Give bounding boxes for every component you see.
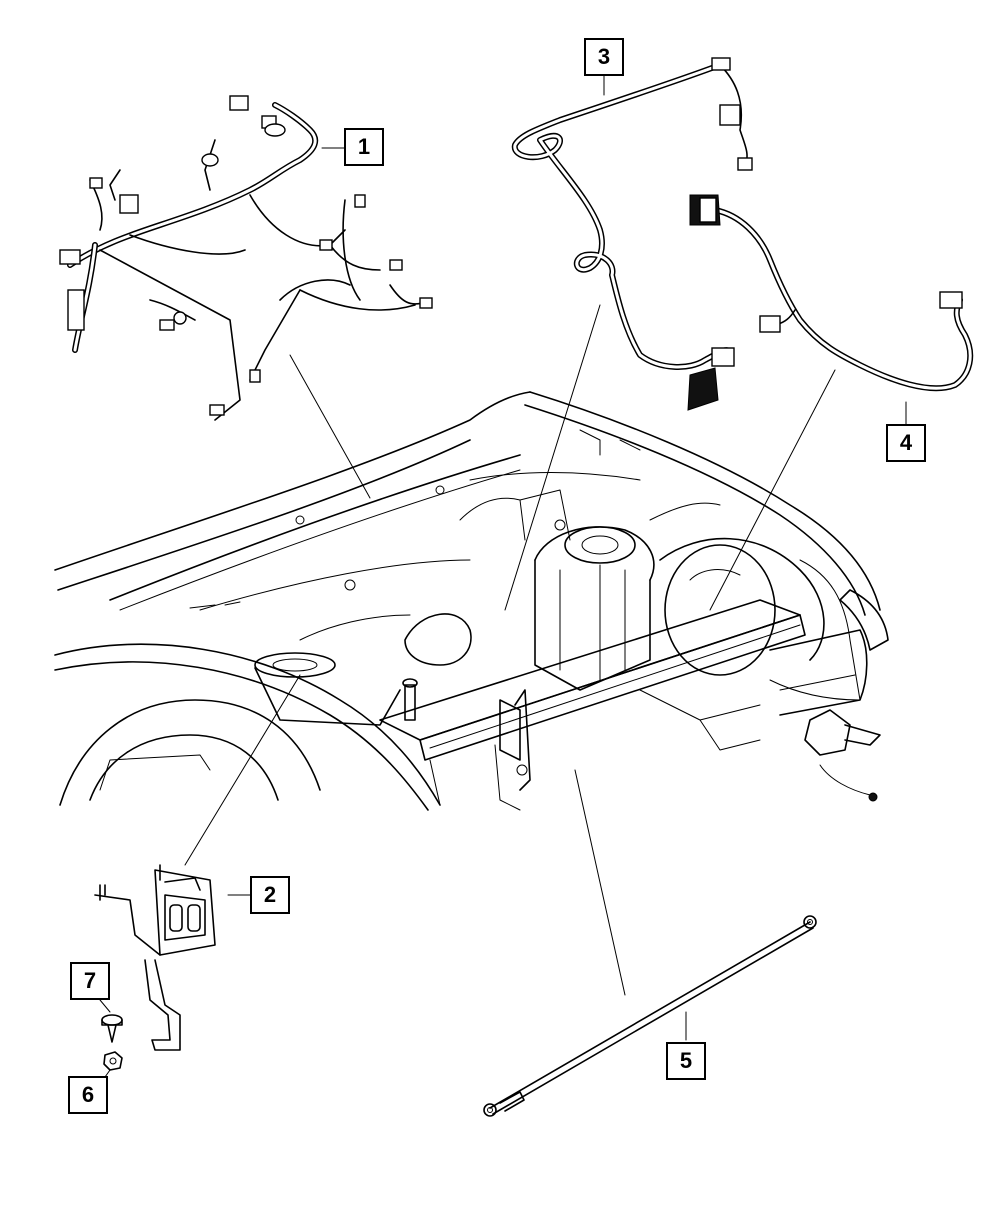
jumper-harness-part-3	[511, 57, 753, 411]
callout-3: 3	[584, 38, 624, 76]
callout-2: 2	[250, 876, 290, 914]
callout-7: 7	[70, 962, 110, 1000]
callout-1: 1	[344, 128, 384, 166]
callout-6: 6	[68, 1076, 108, 1114]
jumper-harness-part-4	[689, 194, 974, 392]
callout-5: 5	[666, 1042, 706, 1080]
leader-lines	[99, 74, 907, 1078]
callout-4: 4	[886, 424, 926, 462]
main-wiring-harness	[59, 95, 433, 421]
module-bracket	[94, 864, 216, 1051]
nut-part-6	[103, 1051, 123, 1071]
vehicle-front-body	[54, 391, 889, 811]
bolt-part-7	[101, 1014, 123, 1043]
ground-strap-part-5	[483, 915, 817, 1117]
